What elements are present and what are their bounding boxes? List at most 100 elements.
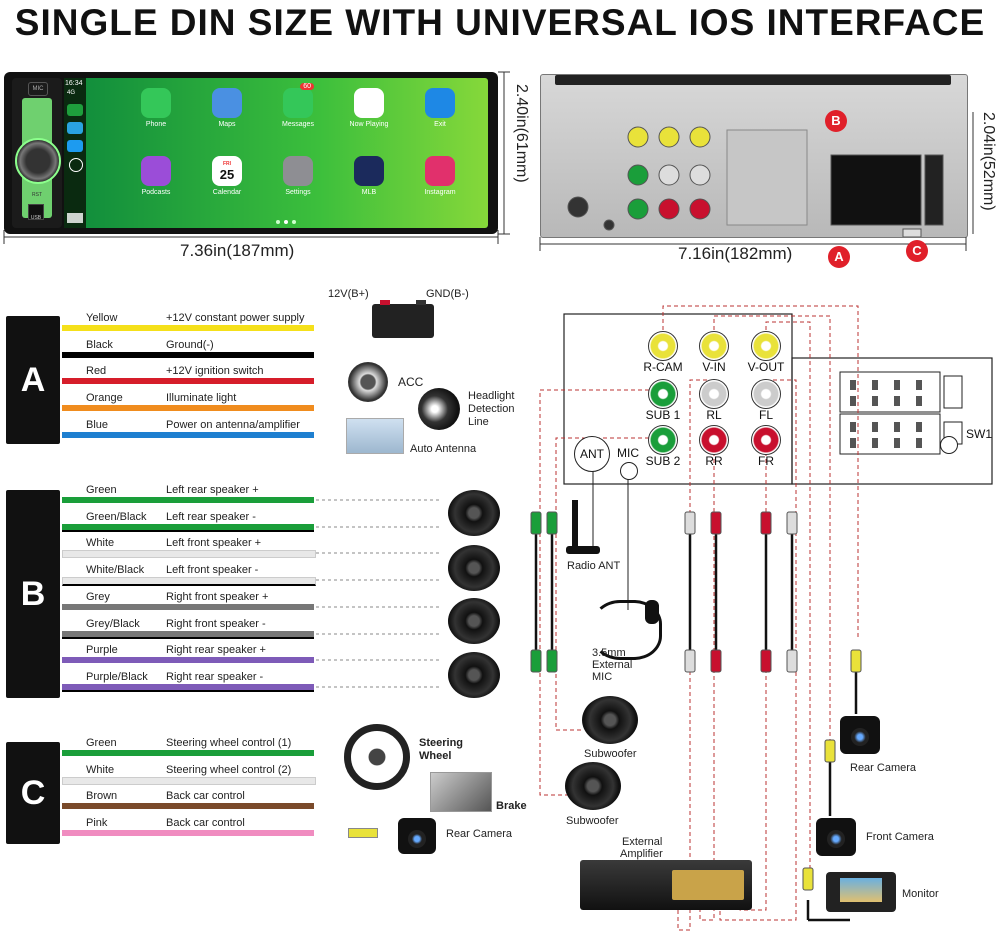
section-b-label: B	[6, 490, 60, 698]
connector-pin	[839, 413, 941, 455]
wire-line	[62, 657, 314, 663]
wire-function: Steering wheel control (1)	[166, 737, 292, 749]
port-r-cam[interactable]	[648, 331, 678, 361]
front-camera-icon	[816, 818, 856, 856]
wire-name: Green	[86, 484, 117, 496]
mic-label-2: External	[592, 659, 633, 671]
port-fl[interactable]	[751, 379, 781, 409]
twitter-icon[interactable]	[67, 140, 83, 152]
steering-wheel-label: Steering Wheel	[419, 737, 464, 762]
connector-pin	[894, 380, 900, 390]
port-v-out[interactable]	[751, 331, 781, 361]
mic-device-icon	[592, 600, 662, 660]
app-mlb[interactable]: MLB	[347, 156, 391, 196]
podcast-icon	[141, 156, 171, 186]
app-instagram[interactable]: Instagram	[418, 156, 462, 196]
port-fr[interactable]	[751, 425, 781, 455]
port-sub1[interactable]	[648, 379, 678, 409]
brake-pedal-icon	[430, 772, 492, 812]
front-dimension-lines	[3, 71, 510, 244]
maps-icon	[212, 88, 242, 118]
wire-line	[62, 777, 316, 785]
battery-plus-label: 12V(B+)	[328, 288, 369, 300]
subwoofer-1-label: Subwoofer	[584, 748, 637, 760]
wire-name: Yellow	[86, 312, 118, 324]
port-v-in[interactable]	[699, 331, 729, 361]
headlight-icon	[418, 388, 460, 430]
rear-camera-icon	[840, 716, 880, 754]
rear-top-strip	[555, 75, 951, 85]
connector-pin	[894, 438, 900, 448]
app-label: Exit	[434, 121, 446, 128]
wire-line	[62, 577, 316, 586]
sw1-label: SW1	[966, 427, 993, 441]
wire-function: Left front speaker -	[166, 564, 259, 576]
wire-function: Illuminate light	[166, 392, 237, 404]
radio-antenna-base	[566, 546, 600, 554]
wire-name: Orange	[86, 392, 123, 404]
wire-function: +12V constant power supply	[166, 312, 305, 324]
siri-icon[interactable]	[69, 158, 83, 172]
wire-function: Power on antenna/amplifier	[166, 419, 300, 431]
exit-icon	[425, 88, 455, 118]
sidebar-app-icon[interactable]	[67, 104, 83, 116]
wire-name: Black	[86, 339, 113, 351]
wire-function: Left rear speaker -	[166, 511, 256, 523]
radio-antenna-icon	[572, 500, 578, 548]
brake-label: Brake	[496, 800, 527, 812]
app-settings[interactable]: Settings	[276, 156, 320, 196]
mic-button[interactable]: MIC	[28, 82, 48, 96]
calendar-day: FRI	[222, 160, 232, 167]
connector-pin	[916, 422, 922, 432]
rear-ports-art	[567, 126, 944, 237]
mic-head-icon	[645, 600, 659, 624]
app-phone[interactable]: Phone	[134, 88, 178, 128]
ant-port[interactable]: ANT	[574, 436, 610, 472]
rca-plug	[710, 511, 722, 535]
app-maps[interactable]: Maps	[205, 88, 249, 128]
volume-knob[interactable]	[15, 138, 61, 184]
status-sidebar: 16:34 4G	[64, 78, 86, 228]
port-sub2[interactable]	[648, 425, 678, 455]
wire-function: Left rear speaker +	[166, 484, 259, 496]
rear-unit	[540, 74, 968, 238]
acc-label: ACC	[398, 375, 424, 389]
app-label: Maps	[218, 121, 236, 128]
telegram-icon[interactable]	[67, 122, 83, 134]
wire-line	[62, 325, 314, 331]
rca-plug	[802, 867, 814, 891]
connector-pin	[916, 396, 922, 406]
reset-button[interactable]: RST	[32, 192, 42, 198]
rca-plug	[786, 511, 798, 535]
app-exit[interactable]: Exit	[418, 88, 462, 128]
sw1-port[interactable]	[940, 436, 958, 454]
wire-name: Purple/Black	[86, 671, 148, 683]
speaker-icon	[448, 545, 500, 591]
mic-port[interactable]	[620, 462, 638, 480]
usb-port[interactable]: USB	[28, 204, 44, 221]
port-rl[interactable]	[699, 379, 729, 409]
wire-function: Right front speaker +	[166, 591, 269, 603]
wire-line	[62, 524, 314, 532]
dashboard-icon[interactable]	[67, 213, 83, 223]
app-label: MLB	[361, 189, 377, 196]
app-label: Podcasts	[141, 189, 171, 196]
app-now-playing[interactable]: Now Playing	[347, 88, 391, 128]
ignition-key-icon	[348, 362, 388, 402]
app-label: Phone	[145, 121, 167, 128]
port-rr[interactable]	[699, 425, 729, 455]
status-network: 4G	[67, 90, 76, 96]
mic-port-label: MIC	[617, 446, 639, 460]
page-dots	[276, 220, 296, 224]
app-podcasts[interactable]: Podcasts	[134, 156, 178, 196]
port-label: V-IN	[702, 360, 726, 374]
wire-function: +12V ignition switch	[166, 365, 264, 377]
wire-line	[62, 405, 314, 411]
app-label: Instagram	[424, 189, 456, 196]
marker-c: C	[906, 240, 928, 262]
rca-plug	[824, 739, 836, 763]
